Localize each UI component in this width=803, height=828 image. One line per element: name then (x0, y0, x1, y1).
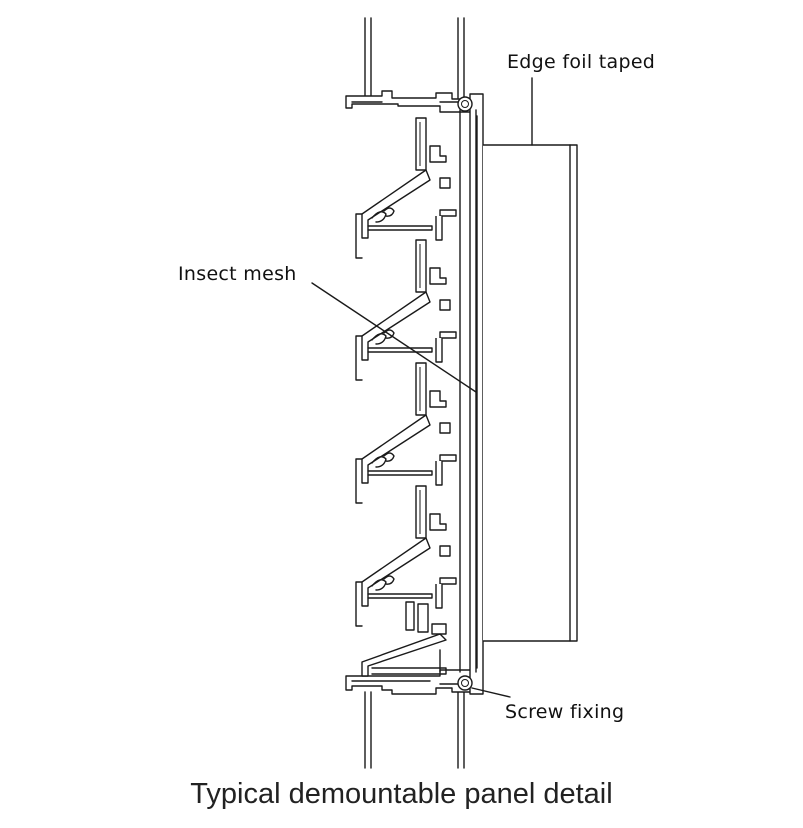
louvre-blade-4-part (371, 579, 387, 591)
louvre-blade-3-part (415, 362, 427, 416)
louvre-blade-5-part (405, 601, 415, 631)
screw-fixing-top (457, 96, 473, 112)
insect-mesh-label: Insect mesh (178, 263, 297, 285)
louvre-blade-2-part (361, 291, 431, 361)
louvre-blade-3-part (429, 390, 447, 408)
louvre-blade-4-part (435, 584, 443, 609)
louvre-blade-2-part (355, 335, 363, 381)
louvre-blade-4-part (383, 575, 395, 585)
louvre-blade-4-part (415, 485, 427, 539)
louvre-blade-3-part (371, 456, 387, 468)
louvre-blade-2-part (439, 299, 451, 311)
louvre-blade-1-part (429, 145, 447, 163)
louvre-blade-1-part (435, 216, 443, 241)
top-wall-studs (364, 17, 465, 99)
louvre-blade-1-part (361, 169, 431, 239)
louvre-blade-1-part (439, 177, 451, 189)
louvre-blade-3-part (435, 461, 443, 486)
louvre-blade-4-part (439, 545, 451, 557)
louvre-blade-2-part (439, 331, 457, 339)
louvre-blade-4-part (429, 513, 447, 531)
louvre-blade-1-part (371, 211, 387, 223)
louvre-blade-3-part (439, 454, 457, 462)
louvre-blade-2 (355, 239, 457, 381)
louvre-blade-1-part (439, 209, 457, 217)
louvre-blade-2-part (367, 347, 433, 353)
screw-fixing-bottom (457, 675, 473, 691)
louvre-blade-3-part (361, 414, 431, 484)
insect-mesh-leader (311, 282, 477, 393)
louvre-blade-5-part (431, 623, 447, 635)
louvre-blade-3-part (355, 458, 363, 504)
louvre-blade-3-part (367, 470, 433, 476)
edge-foil-label: Edge foil taped (507, 51, 656, 73)
louvre-blade-2-part (383, 329, 395, 339)
louvre-blade-2-part (371, 333, 387, 345)
louvre-blade-1-part (367, 225, 433, 231)
louvre-blade-4 (355, 485, 457, 627)
louvre-blade-5-part (371, 667, 447, 675)
louvre-blade-3-part (383, 452, 395, 462)
louvre-blade-1-part (383, 207, 395, 217)
screw-fixing-leader (471, 687, 511, 698)
louvre-blade-4-part (439, 577, 457, 585)
diagram-caption: Typical demountable panel detail (190, 778, 613, 810)
frame-stile (459, 93, 484, 695)
louvre-blade-4-part (361, 537, 431, 607)
screw-fixing-label: Screw fixing (505, 701, 625, 723)
louvre-blade-2-part (415, 239, 427, 293)
louvre-blade-1 (355, 117, 457, 259)
louvre-blade-3 (355, 362, 457, 504)
louvre-blade-4-part (355, 581, 363, 627)
louvre-blade-3-part (439, 422, 451, 434)
louvre-blade-4-part (367, 593, 433, 599)
bottom-wall-studs (364, 691, 465, 769)
louvre-blade-1-part (415, 117, 427, 171)
louvre-blade-1-part (355, 213, 363, 259)
louvre-blade-2-part (435, 338, 443, 363)
louvre-blades (355, 117, 457, 677)
edge-foil-panel (483, 144, 578, 642)
louvre-blade-5-part (417, 603, 429, 633)
louvre-blade-5-part (361, 633, 447, 677)
louvre-blade-5 (361, 601, 447, 677)
louvre-blade-2-part (429, 267, 447, 285)
